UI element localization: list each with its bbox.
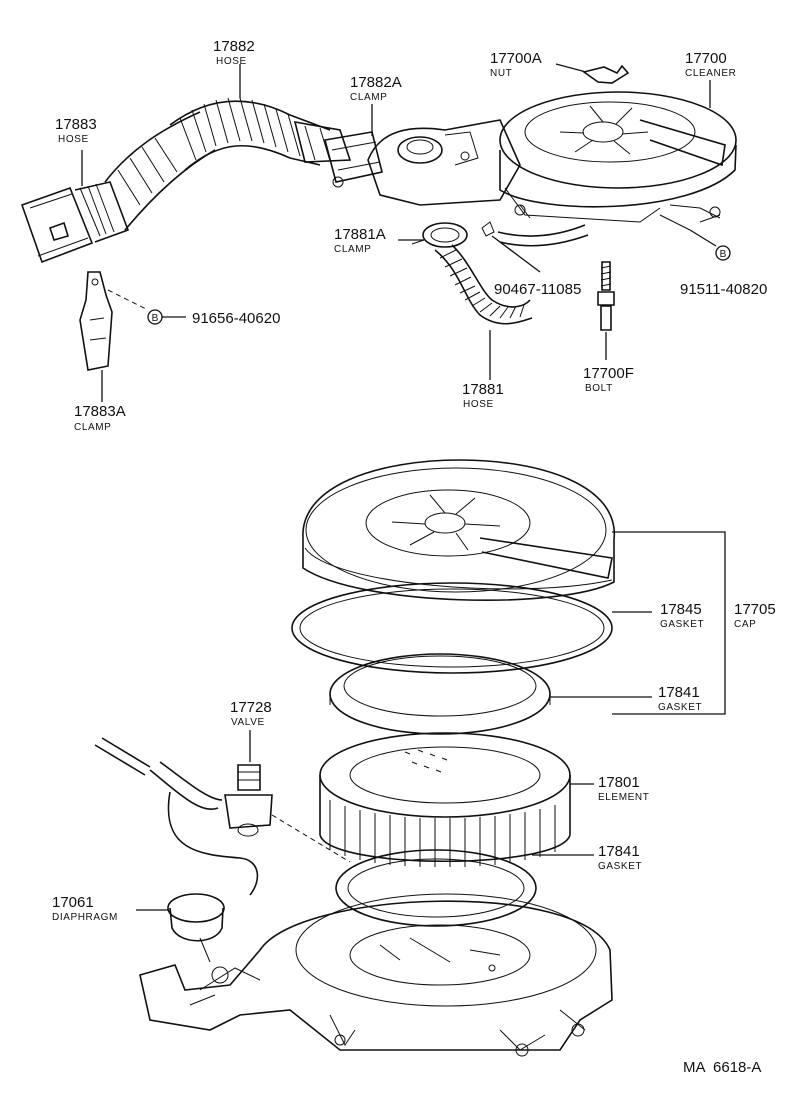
label-17882-number: 17882 [213, 38, 255, 55]
vacuum-line-drawing [94, 737, 259, 896]
badge-91511: B [715, 245, 731, 261]
label-17801-number: 17801 [598, 774, 640, 791]
label-17841-upper-name: GASKET [658, 702, 702, 713]
label-17882A-number: 17882A [350, 74, 402, 91]
label-17705-name: CAP [734, 619, 756, 630]
nut-17700A-drawing [582, 64, 630, 84]
label-17881-number: 17881 [462, 381, 504, 398]
label-17700A-name: NUT [490, 68, 512, 79]
label-17845-name: GASKET [660, 619, 704, 630]
label-17728-name: VALVE [231, 717, 265, 728]
label-17841-lower-number: 17841 [598, 843, 640, 860]
leader-91656 [107, 289, 149, 311]
label-17882-name: HOSE [216, 56, 247, 67]
label-17801-name: ELEMENT [598, 792, 649, 803]
leader-dashed-valve [271, 814, 351, 863]
label-17882A-name: CLAMP [350, 92, 387, 103]
intake-hose-17882-drawing [169, 97, 352, 171]
label-17881A-number: 17881A [334, 226, 386, 243]
label-17700F-number: 17700F [583, 365, 634, 382]
label-17881A-name: CLAMP [334, 244, 371, 255]
cleaner-body-drawing [139, 893, 613, 1057]
gasket-17841-lower-drawing [335, 849, 537, 927]
svg-text:B: B [720, 249, 727, 260]
label-17841-upper-number: 17841 [658, 684, 700, 701]
label-17700F-name: BOLT [585, 383, 613, 394]
svg-text:B: B [152, 313, 159, 324]
label-17883-number: 17883 [55, 116, 97, 133]
gasket-17841-upper-drawing [329, 653, 551, 735]
label-17700-number: 17700 [685, 50, 727, 67]
label-17883-name: HOSE [58, 134, 89, 145]
badge-91656: B [147, 309, 163, 325]
label-17061-name: DIAPHRAGM [52, 912, 118, 923]
clamp-17882A-drawing [324, 131, 383, 188]
label-17883A-name: CLAMP [74, 422, 111, 433]
clamp-17883A-drawing [79, 271, 113, 371]
label-17705-number: 17705 [734, 601, 776, 618]
valve-17728-drawing [224, 764, 273, 837]
bracket-17705 [612, 531, 726, 715]
leader-90467 [491, 235, 541, 273]
element-17801-drawing [319, 732, 571, 867]
bolt-17700F-drawing [597, 261, 615, 331]
hose-90467-drawing [481, 221, 589, 247]
label-90467-number: 90467-11085 [494, 281, 581, 298]
diagram-code: MA 6618-A [683, 1059, 761, 1076]
label-17841-lower-name: GASKET [598, 861, 642, 872]
label-17728-number: 17728 [230, 699, 272, 716]
leader-91511 [689, 229, 717, 247]
cap-17705-drawing [302, 459, 615, 601]
label-17845-number: 17845 [660, 601, 702, 618]
hose-17881-drawing [434, 244, 533, 325]
cleaner-housing-upper-drawing [367, 91, 737, 231]
leader-17700A [555, 63, 587, 73]
label-17700-name: CLEANER [685, 68, 736, 79]
label-91656-number: 91656-40620 [192, 310, 280, 327]
label-17881-name: HOSE [463, 399, 494, 410]
label-17061-number: 17061 [52, 894, 94, 911]
gasket-17845-drawing [291, 582, 613, 674]
diaphragm-17061-drawing [167, 893, 225, 963]
label-91511-number: 91511-40820 [680, 281, 767, 298]
clamp-17881A-drawing [411, 222, 468, 248]
label-17700A-number: 17700A [490, 50, 542, 67]
label-17883A-number: 17883A [74, 403, 126, 420]
